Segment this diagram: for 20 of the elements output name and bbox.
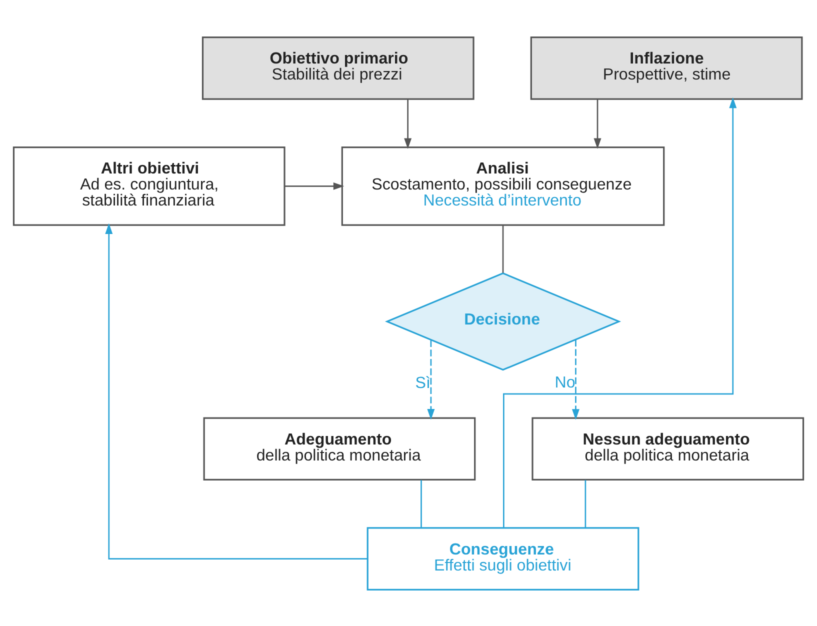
connector — [584, 480, 586, 528]
node-box: Altri obiettivi Ad es. congiuntura, stabilità finanziaria — [12, 146, 286, 226]
connector — [420, 480, 422, 528]
node-box: Analisi Scostamento, possibili conseguenze Necessità d’intervento — [341, 146, 665, 226]
connector — [502, 224, 504, 272]
arrow — [404, 98, 412, 148]
node-box: Inflazione Prospettive, stime — [530, 36, 803, 100]
arrow — [105, 222, 368, 559]
arrow — [594, 98, 602, 148]
node-box: Obiettivo primario Stabilità dei prezzi — [202, 36, 474, 100]
node-box: Adeguamento della politica monetaria — [203, 416, 476, 480]
node-box: Nessun adeguamento della politica monetaria — [532, 416, 804, 480]
node-diamond: Decisione — [384, 272, 622, 370]
arrow — [572, 339, 580, 420]
edge-label: No — [554, 373, 576, 392]
edge-label: Sì — [415, 373, 431, 392]
arrow — [427, 340, 435, 420]
arrow — [503, 96, 737, 528]
node-box: Conseguenze Effetti sugli obiettivi — [366, 526, 640, 590]
arrow — [284, 182, 344, 190]
